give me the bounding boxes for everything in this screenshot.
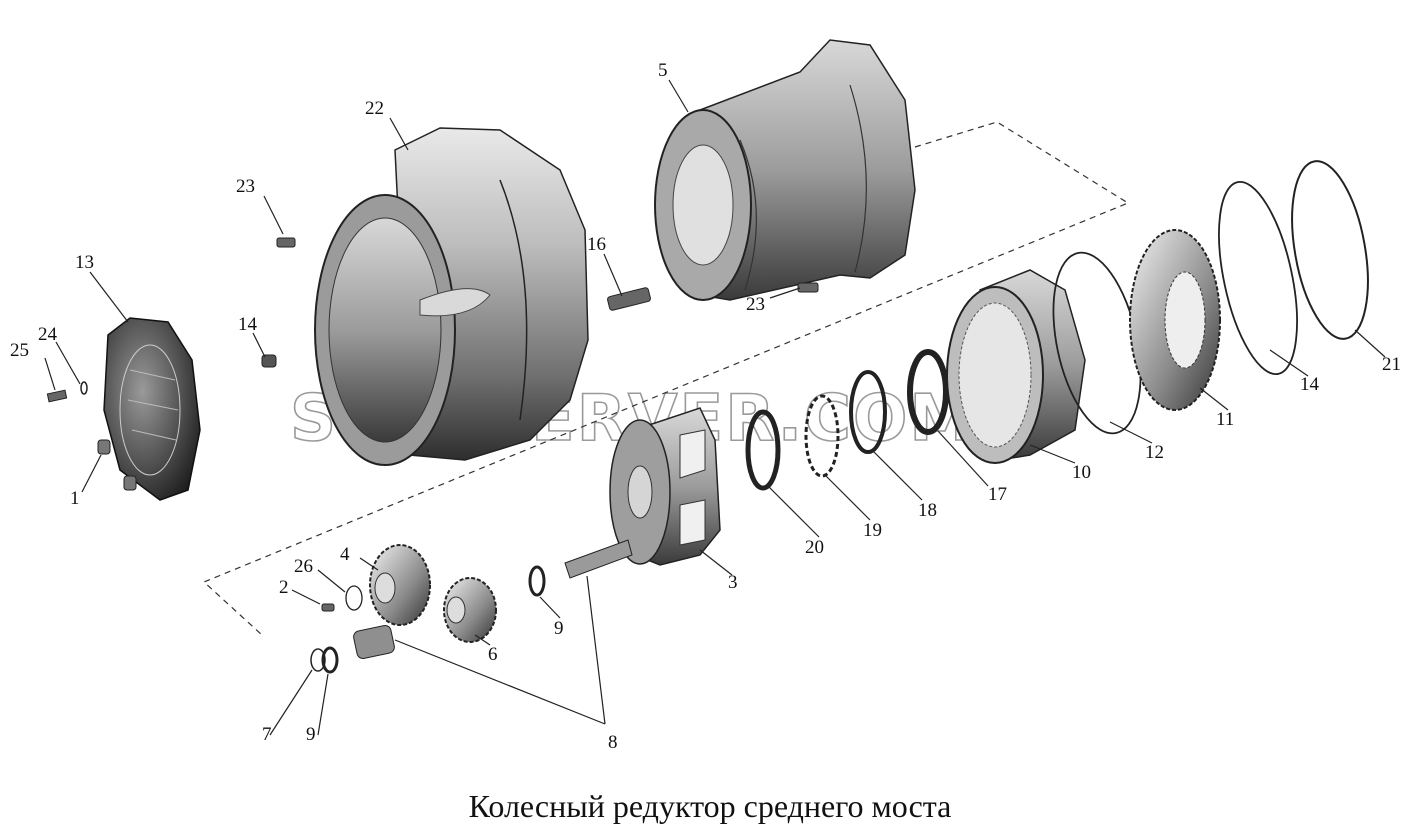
- leader-lines: [44, 79, 1386, 736]
- callout-18: 18: [918, 500, 937, 521]
- callout-4: 4: [340, 544, 350, 565]
- callout-19: 19: [863, 520, 882, 541]
- callout-1: 1: [70, 488, 80, 509]
- part-8-axle-pin: [564, 539, 633, 579]
- part-20-thrust-washer: [745, 409, 781, 491]
- callout-23: 23: [236, 176, 255, 197]
- callout-11: 11: [1216, 409, 1234, 430]
- part-16-bolt: [607, 287, 651, 311]
- callout-7: 7: [262, 724, 272, 745]
- diagram-caption: Колесный редуктор среднего моста: [468, 788, 952, 824]
- callout-6: 6: [488, 644, 498, 665]
- part-2-screw: [321, 603, 335, 612]
- callout-numbers: 22 5 23 14 13 25 24 1 16 23 20 19 18 17 …: [10, 60, 1401, 753]
- callout-25: 25: [10, 340, 29, 361]
- callout-3: 3: [728, 572, 738, 593]
- callout-14: 14: [1300, 374, 1320, 395]
- part-23-bolt: [797, 282, 819, 293]
- callout-2: 2: [279, 577, 289, 598]
- part-3-planet-carrier: [609, 407, 721, 566]
- part-25-bolt: [46, 389, 68, 403]
- part-8-needle-bearing: [353, 624, 395, 660]
- part-1-stud: [123, 475, 137, 491]
- part-22-brake-drum: [314, 127, 589, 466]
- part-9-washer: [528, 565, 546, 597]
- part-7-snap-ring: [310, 648, 326, 672]
- callout-12: 12: [1145, 442, 1164, 463]
- callout-24: 24: [38, 324, 58, 345]
- callout-9: 9: [554, 618, 564, 639]
- assembly-axis-guide: [202, 121, 1130, 636]
- part-17-nut-ring: [907, 349, 949, 435]
- part-11-gear-hub: [1129, 229, 1221, 411]
- part-21-o-ring: [1291, 160, 1369, 340]
- part-9-washer: [321, 646, 339, 674]
- callout-13: 13: [75, 252, 94, 273]
- part-23-bolt: [276, 237, 296, 248]
- part-4-planet-gear: [369, 544, 431, 626]
- part-14-snap-ring: [1218, 180, 1298, 376]
- callout-16: 16: [587, 234, 606, 255]
- part-19-lock-washer: [804, 394, 840, 478]
- callout-10: 10: [1072, 462, 1091, 483]
- callout-26: 26: [294, 556, 313, 577]
- part-1-stud: [97, 439, 111, 455]
- callout-22: 22: [365, 98, 384, 119]
- callout-17: 17: [988, 484, 1007, 505]
- part-26-o-ring: [345, 585, 363, 611]
- callout-23: 23: [746, 294, 765, 315]
- part-14-nut: [261, 354, 277, 368]
- callout-20: 20: [805, 537, 824, 558]
- part-5-hub: [654, 39, 916, 301]
- part-6-planet-gear: [443, 577, 497, 643]
- part-13-cover: [103, 317, 201, 501]
- part-18-ring: [849, 370, 887, 454]
- callout-5: 5: [658, 60, 668, 81]
- part-24-washer: [80, 381, 88, 395]
- callout-14: 14: [238, 314, 258, 335]
- callout-9: 9: [306, 724, 316, 745]
- part-10-ring-gear: [946, 269, 1086, 464]
- callout-21: 21: [1382, 354, 1401, 375]
- callout-8: 8: [608, 732, 618, 753]
